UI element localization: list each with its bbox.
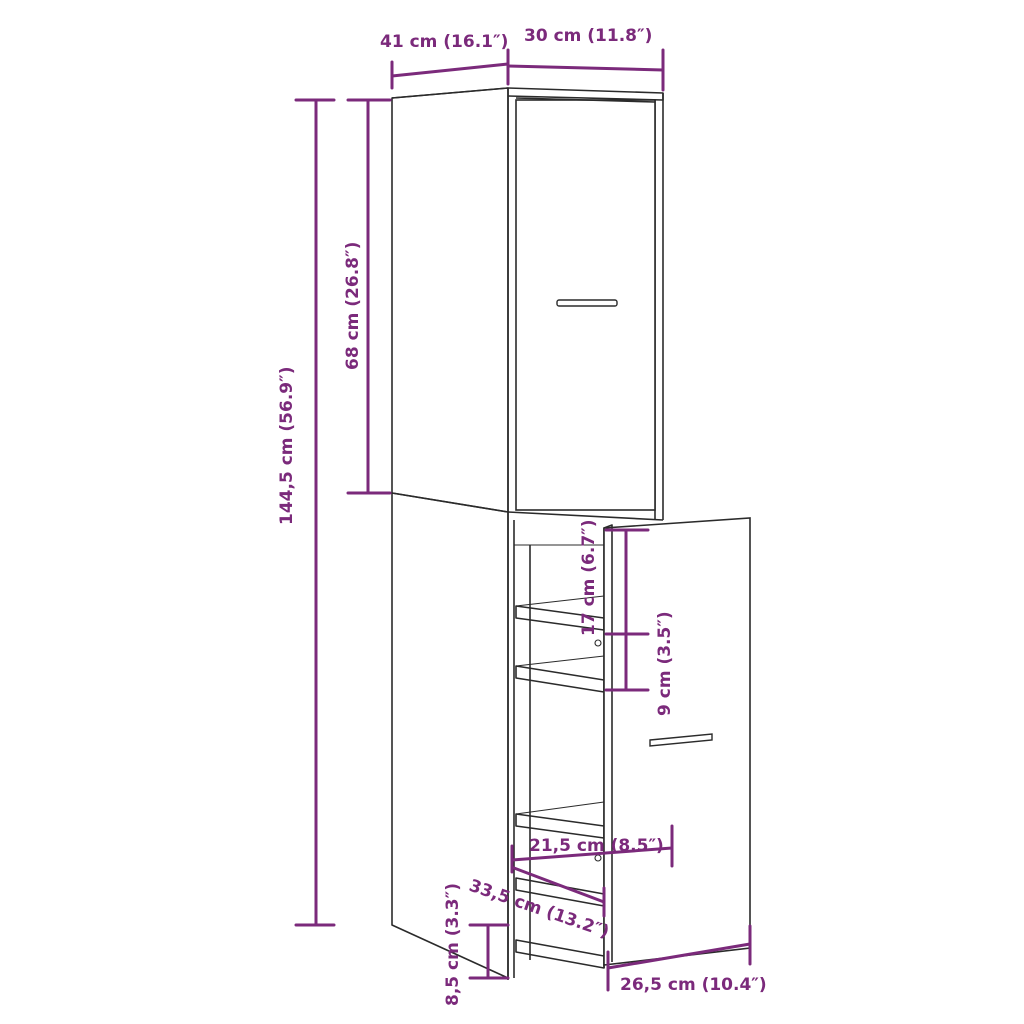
- upper-door-handle[interactable]: [556, 299, 618, 307]
- cabinet-side-lower: [391, 97, 509, 979]
- cabinet-side-upper: [391, 87, 509, 513]
- label-depth: 41 cm (16.1″): [380, 32, 508, 52]
- label-total-height: 144,5 cm (56.9″): [277, 367, 297, 525]
- middle-divider: [507, 511, 664, 521]
- shelf-2-back: [515, 655, 605, 667]
- upper-door-top-edge: [515, 97, 656, 103]
- dim-door-line: [606, 942, 752, 970]
- upper-door[interactable]: [515, 99, 656, 511]
- label-upper-height: 68 cm (26.8″): [343, 242, 363, 370]
- label-inner-width: 21,5 cm (8.5″): [529, 836, 664, 856]
- shelf-1-back: [515, 595, 605, 607]
- dimension-lines: [294, 48, 752, 992]
- label-base-height: 8,5 cm (3.3″): [443, 883, 463, 1006]
- dim-depth-line: [390, 62, 510, 78]
- label-shelf-gap: 9 cm (3.5″): [655, 611, 675, 716]
- label-drawer-height: 17 cm (6.7″): [579, 519, 599, 636]
- shelf-3-back: [515, 801, 605, 815]
- hinge-hole-1: [594, 639, 602, 647]
- label-door-width: 26,5 cm (10.4″): [620, 975, 767, 995]
- dim-depth-inner-line: [512, 866, 606, 904]
- cabinet-body: [391, 87, 664, 980]
- label-width: 30 cm (11.8″): [524, 26, 652, 46]
- lower-door-handle[interactable]: [649, 733, 713, 747]
- lower-door-edge: [603, 524, 613, 962]
- dim-inner-line: [510, 846, 674, 862]
- dim-width-line: [506, 64, 665, 72]
